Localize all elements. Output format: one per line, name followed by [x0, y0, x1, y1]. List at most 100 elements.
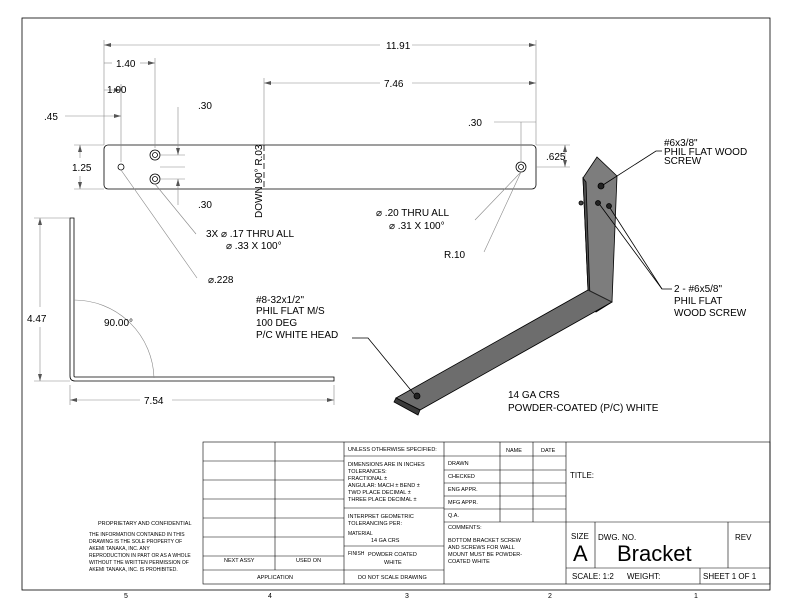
tb-name: NAME [506, 448, 522, 454]
hole-cs-2-outer [149, 173, 161, 185]
zone-3: 3 [405, 593, 409, 600]
tb-qa: Q.A. [448, 513, 459, 519]
iso-hole-bottom [413, 392, 421, 400]
tb-used-on: USED ON [296, 558, 321, 564]
hole-cs-2-inner [152, 176, 158, 182]
tb-scale: SCALE: 1:2 [572, 572, 614, 581]
proprietary-line-6: AKEMI TANAKA, INC. IS PROHIBITED. [89, 567, 178, 573]
zone-5: 5 [124, 593, 128, 600]
side-dimension-lines [34, 217, 335, 405]
sheet-border [21, 17, 771, 591]
side-arrows [38, 218, 334, 402]
dimension-arrows [78, 43, 567, 189]
tb-size-value: A [573, 541, 588, 566]
iso-hole-top [597, 182, 605, 190]
callout-screw-side-3: WOOD SCREW [674, 308, 747, 319]
proprietary-line-4: REPRODUCTION IN PART OR AS A WHOLE [89, 553, 191, 559]
tb-comments-2: AND SCREWS FOR WALL [448, 545, 515, 551]
tb-material-value: 14 GA CRS [371, 538, 400, 544]
dim-dia-228: ⌀.228 [208, 275, 234, 286]
hole-note-3x-line1: 3X ⌀ .17 THRU ALL [206, 229, 295, 240]
tb-date: DATE [541, 448, 556, 454]
bend-note: DOWN 90° R.03 [254, 144, 265, 218]
tb-finish-value-1: POWDER COATED [368, 552, 417, 558]
tb-interpret: INTERPRET GEOMETRIC [348, 514, 414, 520]
tb-next-assy: NEXT ASSY [224, 558, 255, 564]
hole-cs-1-inner [152, 152, 158, 158]
zone-4: 4 [268, 593, 272, 600]
hole-right-inner [518, 164, 524, 170]
proprietary-line-3: AKEMI TANAKA, INC. ANY [89, 546, 150, 552]
dim-7-46: 7.46 [384, 79, 404, 90]
tb-comments: COMMENTS: [448, 525, 482, 531]
title-block-lines [202, 441, 771, 585]
dim-30-right: .30 [468, 118, 482, 129]
tb-checked: CHECKED [448, 474, 475, 480]
callout-screw-top-2: PHIL FLAT WOOD [664, 147, 747, 158]
tb-title-label: TITLE: [570, 471, 594, 480]
tb-fractional: FRACTIONAL ± [348, 476, 387, 482]
hole-note-20-line2: ⌀ .31 X 100° [389, 221, 445, 232]
callout-screw-side-1: 2 - #6x5/8" [674, 284, 722, 295]
dim-45: .45 [44, 112, 58, 123]
tb-finish-value-2: WHITE [384, 560, 402, 566]
tb-finish-label: FINISH [348, 551, 365, 557]
tb-dwg-no-label: DWG. NO. [598, 533, 636, 542]
dim-625: .625 [546, 152, 566, 163]
callout-screw-ms-3: 100 DEG [256, 318, 297, 329]
callout-screw-ms-2: PHIL FLAT M/S [256, 306, 325, 317]
tb-two-place: TWO PLACE DECIMAL ± [348, 490, 411, 496]
tb-application: APPLICATION [257, 575, 293, 581]
flat-dimension-lines [65, 40, 570, 279]
tb-drawn: DRAWN [448, 461, 469, 467]
dim-1-25: 1.25 [72, 163, 92, 174]
zone-1: 1 [694, 593, 698, 600]
iso-leaders [352, 150, 672, 395]
side-view [69, 217, 335, 382]
tb-mfg-appr: MFG APPR. [448, 500, 478, 506]
tb-dims-in: DIMENSIONS ARE IN INCHES [348, 462, 425, 468]
tb-rev-label: REV [735, 533, 752, 542]
tb-comments-3: MOUNT MUST BE POWDER- [448, 552, 522, 558]
hole-note-3x-line2: ⌀ .33 X 100° [226, 241, 282, 252]
callout-screw-top-3: SCREW [664, 156, 702, 167]
tb-three-place: THREE PLACE DECIMAL ± [348, 497, 417, 503]
isometric-view [393, 156, 618, 416]
tb-unless: UNLESS OTHERWISE SPECIFIED: [348, 447, 437, 453]
dim-30-top: .30 [198, 101, 212, 112]
tb-material-label: MATERIAL [348, 531, 373, 537]
dim-r10: R.10 [444, 250, 466, 261]
dim-1-00: 1.00 [107, 85, 127, 96]
iso-hole-side-2 [606, 203, 612, 209]
callout-screw-side-2: PHIL FLAT [674, 296, 722, 307]
callout-screw-top-1: #6x3/8" [664, 138, 698, 149]
tb-comments-1: BOTTOM BRACKET SCREW [448, 538, 522, 544]
tb-size-label: SIZE [571, 532, 589, 541]
zone-2: 2 [548, 593, 552, 600]
callout-screw-ms-1: #8-32x1/2" [256, 295, 304, 306]
material-note-1: 14 GA CRS [508, 390, 560, 401]
iso-hole-side-1 [595, 200, 601, 206]
proprietary-title: PROPRIETARY AND CONFIDENTIAL [98, 521, 192, 527]
tb-comments-4: COATED WHITE [448, 559, 490, 565]
proprietary-line-2: DRAWING IS THE SOLE PROPERTY OF [89, 539, 182, 545]
dim-4-47: 4.47 [27, 314, 47, 325]
dim-7-54: 7.54 [144, 396, 164, 407]
proprietary-line-1: THE INFORMATION CONTAINED IN THIS [89, 532, 185, 538]
dim-angle: 90.00° [104, 318, 133, 329]
material-note-2: POWDER-COATED (P/C) WHITE [508, 403, 659, 414]
dim-30-bottom: .30 [198, 200, 212, 211]
callout-screw-ms-4: P/C WHITE HEAD [256, 330, 338, 341]
tb-tol-per: TOLERANCING PER: [348, 521, 402, 527]
tb-sheet: SHEET 1 OF 1 [703, 572, 757, 581]
proprietary-line-5: WITHOUT THE WRITTEN PERMISSION OF [89, 560, 189, 566]
dim-11-91: 11.91 [386, 41, 411, 52]
tb-weight: WEIGHT: [627, 572, 660, 581]
hole-cs-1-outer [149, 149, 161, 161]
tb-angular: ANGULAR: MACH ± BEND ± [348, 483, 420, 489]
hole-right-outer [515, 161, 527, 173]
hole-left [117, 163, 125, 171]
hole-note-20-line1: ⌀ .20 THRU ALL [376, 208, 450, 219]
tb-eng-appr: ENG APPR. [448, 487, 478, 493]
